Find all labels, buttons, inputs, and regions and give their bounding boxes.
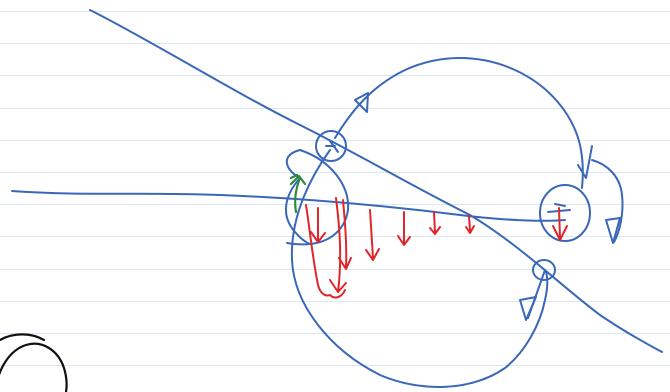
lower-loop <box>290 149 549 388</box>
red-arrow <box>465 215 475 234</box>
diagonal-line <box>89 9 663 353</box>
red-arrow <box>365 209 380 261</box>
right-side-arrow <box>605 217 621 244</box>
red-arrow <box>552 207 568 241</box>
green-mark <box>289 173 307 214</box>
blue-sketch <box>11 9 663 388</box>
node-circle-left <box>315 130 347 162</box>
upper-loop <box>334 57 584 189</box>
node-circle-bottom <box>532 259 556 281</box>
horizontal-line <box>11 190 566 222</box>
black-mark <box>0 333 68 392</box>
red-arrow <box>429 211 441 235</box>
upper-loop-arrow <box>354 92 369 113</box>
right-check-arrow <box>577 145 593 179</box>
red-arrow <box>329 197 347 299</box>
lens-left-arc <box>284 149 311 245</box>
red-arrow <box>338 199 352 270</box>
green-arrow <box>289 173 307 214</box>
node-circle-left-mark <box>325 140 339 153</box>
black-partial-circle <box>0 342 68 392</box>
red-arrow <box>397 211 411 246</box>
node-circle-right <box>539 184 591 242</box>
lower-arrow-stem <box>527 269 546 319</box>
black-partial-circle-outer <box>0 333 46 342</box>
red-arrow <box>310 207 326 243</box>
red-arrow <box>305 204 331 297</box>
right-side-curve <box>591 159 624 243</box>
red-arrows <box>305 197 568 299</box>
